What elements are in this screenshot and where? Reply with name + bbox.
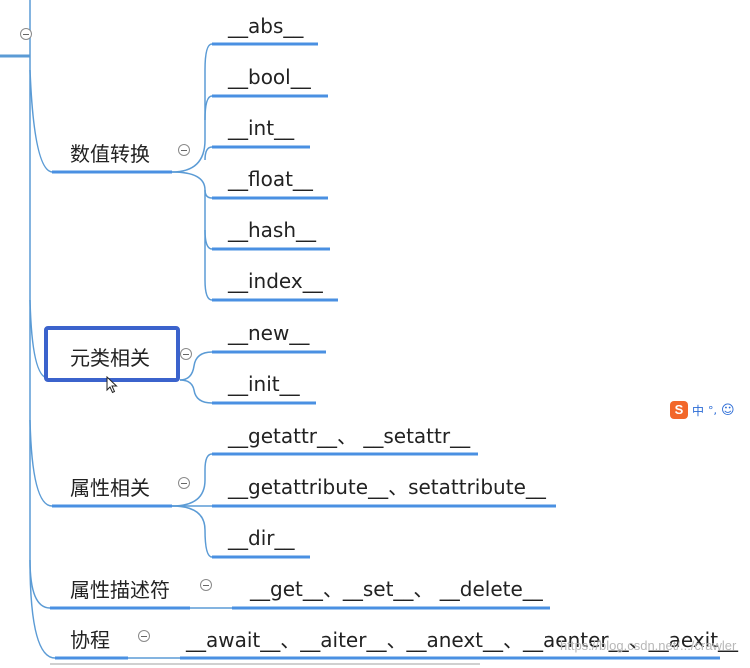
sogou-logo-icon[interactable]: S	[670, 401, 688, 419]
leaf-hash[interactable]: __hash__	[228, 218, 317, 242]
collapse-button-attribute[interactable]	[178, 477, 190, 489]
collapse-button-coroutine[interactable]	[138, 630, 150, 642]
ime-punctuation-toggle[interactable]: °,	[708, 403, 718, 417]
root-collapse-button[interactable]	[20, 28, 32, 40]
category-numeric-conversion[interactable]: 数值转换	[70, 142, 150, 166]
mouse-cursor-icon	[106, 376, 118, 394]
leaf-index[interactable]: __index__	[228, 269, 323, 293]
category-coroutine[interactable]: 协程	[70, 628, 110, 652]
leaf-getattribute-setattribute[interactable]: __getattribute__、setattribute__	[228, 475, 546, 499]
collapse-button-numeric-conversion[interactable]	[178, 144, 190, 156]
leaf-bool[interactable]: __bool__	[228, 65, 311, 89]
collapse-button-metaclass[interactable]	[180, 348, 192, 360]
ime-toolbar[interactable]: S 中 °, ☺	[670, 400, 735, 420]
leaf-new[interactable]: __new__	[228, 321, 310, 345]
leaf-get-set-delete[interactable]: __get__、__set__、 __delete__	[250, 577, 543, 601]
leaf-abs[interactable]: __abs__	[228, 14, 304, 38]
category-metaclass[interactable]: 元类相关	[70, 346, 150, 370]
ime-emoji-icon[interactable]: ☺	[721, 402, 735, 418]
watermark-text: https://blog.csdn.net/.../crawler	[560, 638, 737, 653]
selection-highlight	[44, 326, 180, 382]
collapse-button-descriptor[interactable]	[200, 579, 212, 591]
leaf-int[interactable]: __int__	[228, 116, 295, 140]
leaf-getattr-setattr[interactable]: __getattr__、 __setattr__	[228, 424, 471, 448]
category-descriptor[interactable]: 属性描述符	[70, 578, 170, 602]
leaf-float[interactable]: __float__	[228, 167, 313, 191]
leaf-init[interactable]: __init__	[228, 372, 300, 396]
category-attribute[interactable]: 属性相关	[70, 476, 150, 500]
ime-language-toggle[interactable]: 中	[692, 403, 705, 418]
leaf-async-methods[interactable]: __await__、__aiter__、__anext__、__aenter__…	[186, 628, 739, 652]
leaf-dir[interactable]: __dir__	[228, 526, 295, 550]
